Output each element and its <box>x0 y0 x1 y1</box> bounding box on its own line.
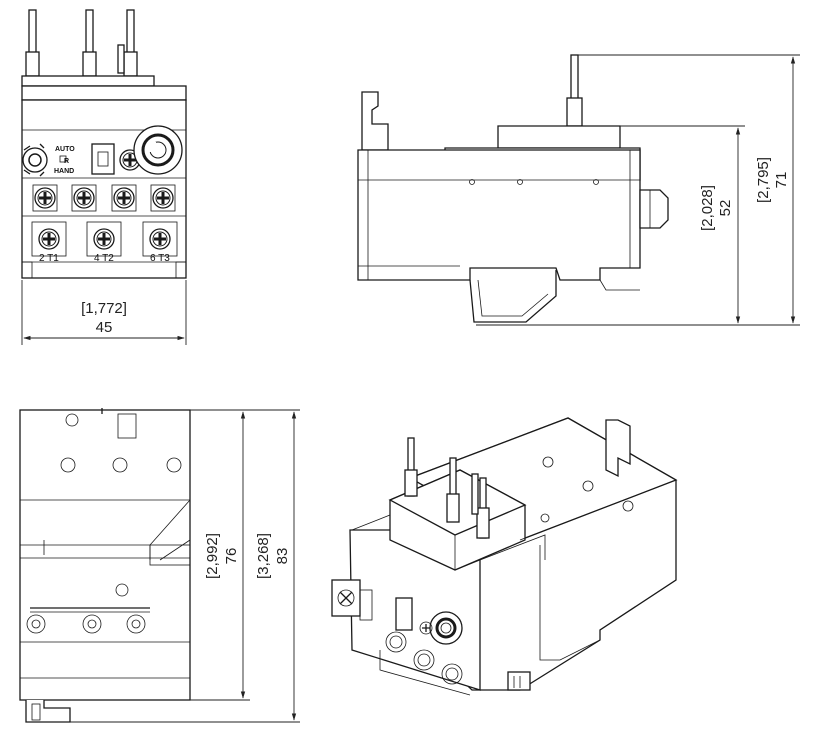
terminal-label-4t2: 4 T2 <box>94 253 114 264</box>
iso-selector-icon <box>331 579 373 621</box>
iso-terminals <box>379 631 471 696</box>
iso-pins <box>404 437 490 539</box>
depth-dim-inch: [2,992] <box>204 533 221 579</box>
total-height-dim-mm: 71 <box>773 172 790 189</box>
overall-depth-dim-inch: [3,268] <box>255 533 272 579</box>
din-clip <box>361 91 389 151</box>
body-height-dim-mm: 52 <box>717 200 734 217</box>
terminal-label-2t1: 2 T1 <box>39 253 59 264</box>
front-pins <box>25 9 138 77</box>
test-button-icon <box>91 143 115 175</box>
overall-depth-dim-mm: 83 <box>274 548 291 565</box>
side-view: [2,028] 52 [2,795] 71 <box>357 54 800 326</box>
current-dial-icon <box>133 125 183 175</box>
control-terminals <box>32 184 176 212</box>
reset-selector-icon <box>22 143 48 177</box>
selector-auto-label: AUTO <box>55 146 75 153</box>
iso-clip <box>605 419 631 478</box>
width-dim-mm: 45 <box>96 319 113 336</box>
isometric-view <box>331 417 678 696</box>
terminal-label-6t3: 6 T3 <box>150 253 170 264</box>
width-dim-inch: [1,772] <box>81 300 127 317</box>
selector-hand-label: HAND <box>54 168 74 175</box>
selector-r-label: R <box>64 158 69 165</box>
depth-dim-mm: 76 <box>223 548 240 565</box>
body-height-dim-inch: [2,028] <box>699 185 716 231</box>
power-terminals <box>31 221 178 257</box>
bottom-body <box>19 409 191 701</box>
side-body <box>357 149 641 281</box>
bottom-view: [2,992] 76 [3,268] 83 <box>19 408 300 723</box>
side-knob-icon <box>639 189 669 229</box>
iso-dial-icon <box>419 611 463 645</box>
total-height-dim-inch: [2,795] <box>755 157 772 203</box>
front-view: AUTO R HAND <box>21 9 187 345</box>
